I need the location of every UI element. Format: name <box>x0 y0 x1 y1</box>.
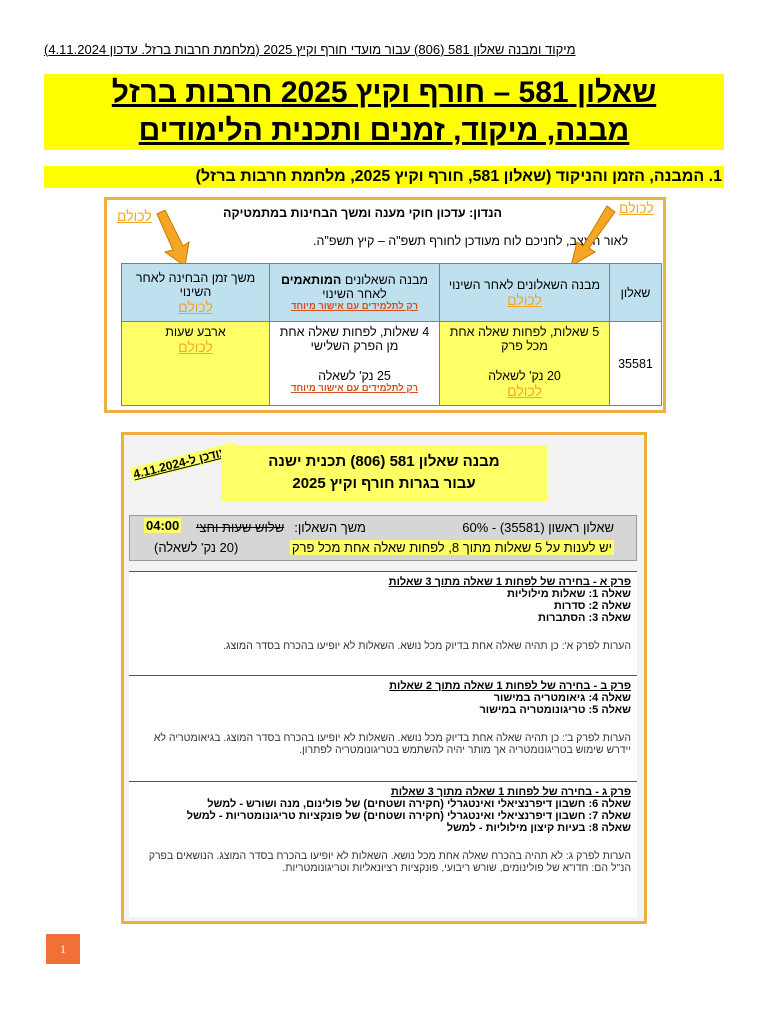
cell-structure-after: 5 שאלות, לפחות שאלה אחת מכל פרק 20 נק' ל… <box>439 321 610 406</box>
points-per-question: (20 נק' לשאלה) <box>154 540 239 555</box>
special-approval-note: רק לתלמידים עם אישור מיוחד <box>290 383 419 394</box>
old-program-title: מבנה שאלון 581 (806) תכנית ישנה עבור בגר… <box>221 445 547 501</box>
page-number: 1 <box>46 934 80 964</box>
duration-old: שלוש שעות וחצי <box>196 520 285 535</box>
notice-subject: הנדון: עדכון חוקי מענה ומשך הבחינות במתמ… <box>223 206 502 220</box>
exam-info-box: שאלון ראשון (35581) - 60% משך השאלון: של… <box>129 515 637 561</box>
section-1-heading: 1. המבנה, הזמן והניקוד (שאלון 581, חורף … <box>44 166 724 188</box>
duration-new: 04:00 <box>144 518 182 533</box>
cell-structure-adapted: 4 שאלות, לפחות שאלה אחת מן הפרק השלישי 2… <box>269 321 440 406</box>
for-all-label-left: לכולם <box>117 208 152 224</box>
old-program-panel: מעודכן ל-4.11.2024 מבנה שאלון 581 (806) … <box>121 432 647 924</box>
title-line-2: מבנה, מיקוד, זמנים ותכנית הלימודים <box>138 114 630 147</box>
for-all-label: לכולם <box>507 291 542 308</box>
cell-exam-code: 35581 <box>609 321 662 406</box>
for-all-label: לכולם <box>178 339 213 355</box>
arrow-down-left-icon <box>156 210 190 267</box>
special-approval-note: רק לתלמידים עם אישור מיוחד <box>290 301 419 312</box>
for-all-label-right: לכולם <box>619 200 654 216</box>
exam-structure-table: שאלון מבנה השאלונים לאחר השינוי לכולם מב… <box>121 263 662 406</box>
for-all-label: לכולם <box>507 383 542 399</box>
col-header-structure-adapted: מבנה השאלונים המותאמים לאחר השינוי רק לת… <box>269 263 440 322</box>
col-header-duration: משך זמן הבחינה לאחר השינוי לכולם <box>121 263 270 322</box>
duration-label: משך השאלון: <box>294 520 366 535</box>
part-b-section: פרק ב - בחירה של לפחות 1 שאלה מתוך 2 שאל… <box>129 675 637 781</box>
arrow-down-right-icon <box>570 205 616 268</box>
col-header-structure-after: מבנה השאלונים לאחר השינוי לכולם <box>439 263 610 322</box>
answer-rule: יש לענות על 5 שאלות מתוך 8, לפחות שאלה א… <box>289 540 614 555</box>
document-header: מיקוד ומבנה שאלון 581 (806) עבור מועדי ח… <box>44 42 576 57</box>
title-line-1: שאלון 581 – חורף וקיץ 2025 חרבות ברזל <box>111 76 657 109</box>
col-header-exam: שאלון <box>609 263 662 322</box>
exam-name: שאלון ראשון (35581) - 60% <box>462 520 614 535</box>
page-title: שאלון 581 – חורף וקיץ 2025 חרבות ברזל מב… <box>44 74 724 150</box>
update-notice-panel: הנדון: עדכון חוקי מענה ומשך הבחינות במתמ… <box>104 197 666 413</box>
notice-intro: לאור המצב, לחניכם לוח מעודכן לחורף תשפ"ה… <box>313 234 629 248</box>
part-a-section: פרק א - בחירה של לפחות 1 שאלה מתוך 3 שאל… <box>129 571 637 675</box>
for-all-label: לכולם <box>178 298 213 315</box>
part-c-section: פרק ג - בחירה של לפחות 1 שאלה מתוך 3 שאל… <box>129 781 637 917</box>
cell-duration: ארבע שעות לכולם <box>121 321 270 406</box>
